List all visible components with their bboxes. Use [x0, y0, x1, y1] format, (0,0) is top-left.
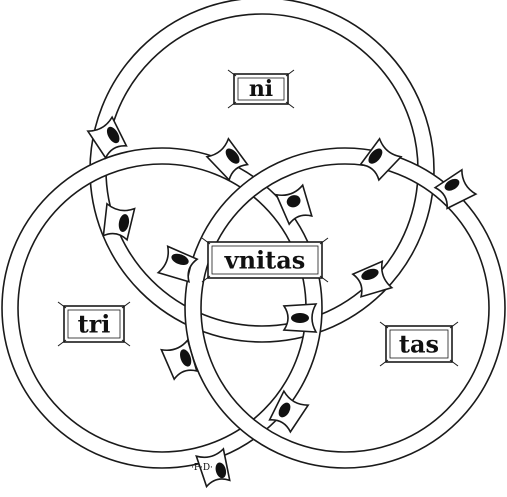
monogram: ·P·D· [191, 463, 213, 473]
knot [359, 139, 401, 182]
label-top: ni [228, 70, 294, 108]
knot [101, 204, 134, 240]
label-right-text: tas [399, 330, 439, 359]
label-left: tri [58, 302, 130, 346]
label-center-text: vnitas [224, 246, 306, 275]
knot [284, 304, 316, 332]
label-center: vnitas [202, 238, 328, 282]
knot [434, 170, 476, 210]
label-top-text: ni [249, 76, 273, 102]
label-left-text: tri [78, 310, 111, 339]
label-right: tas [380, 322, 458, 366]
